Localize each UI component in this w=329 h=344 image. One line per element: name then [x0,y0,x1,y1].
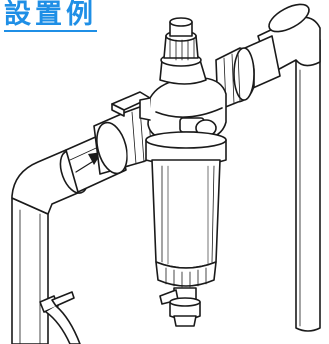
drain-hose [45,305,81,344]
pipe-right-vertical [295,39,321,332]
filter-bowl [151,159,221,269]
hose-clamp [39,291,75,313]
page-title: 設置例 [4,0,97,32]
pressure-knob [159,17,207,85]
filter-head [139,77,227,141]
filter-bottom-cap [155,261,217,288]
pipe-left-vertical [11,197,49,344]
drain-valve [159,287,201,327]
